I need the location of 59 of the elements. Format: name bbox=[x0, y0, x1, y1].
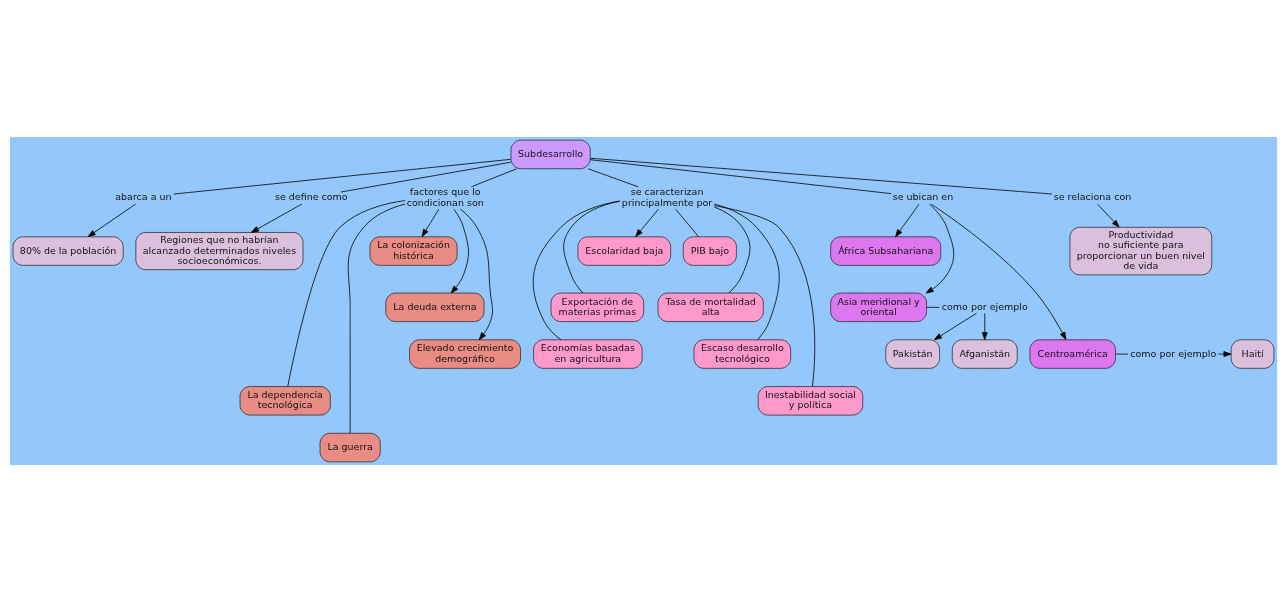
arrow bbox=[925, 203, 955, 293]
arrow bbox=[460, 208, 493, 340]
node-box: Regiones que no habrían alcanzado determinados niveles socioeconómicos. bbox=[135, 231, 304, 270]
node-box: Pakistán bbox=[885, 338, 940, 369]
connector bbox=[713, 206, 751, 293]
node-box: Economías basadas en agricultura bbox=[533, 338, 643, 369]
node-text: se relaciona con bbox=[1053, 190, 1132, 202]
connector bbox=[173, 158, 512, 194]
arrow bbox=[1218, 350, 1232, 357]
connector bbox=[340, 161, 512, 192]
node-box: La colonización histórica bbox=[369, 235, 458, 266]
arrow bbox=[421, 208, 440, 237]
connector bbox=[713, 203, 780, 340]
connector bbox=[471, 167, 518, 187]
node-box: Tasa de mortalidad alta bbox=[657, 292, 764, 322]
node-box: PIB bajo bbox=[682, 235, 737, 266]
node-text: factores que lo condicionan son bbox=[406, 185, 484, 208]
node-box: Subdesarrollo bbox=[510, 139, 591, 169]
node-box: Haití bbox=[1230, 338, 1275, 369]
connector bbox=[675, 208, 699, 237]
connector bbox=[713, 204, 816, 387]
arrow bbox=[933, 312, 977, 340]
arrow bbox=[895, 203, 920, 237]
node-box: Escolaridad baja bbox=[577, 235, 672, 266]
connector bbox=[563, 200, 621, 293]
connector bbox=[926, 306, 940, 308]
node-box: La dependencia tecnológica bbox=[239, 385, 331, 415]
node-box: Escaso desarrollo tecnológico bbox=[693, 338, 792, 369]
node-box: Exportación de materias primas bbox=[550, 292, 645, 322]
node-text: como por ejemplo bbox=[1130, 347, 1217, 359]
connector bbox=[590, 158, 892, 194]
arrow bbox=[251, 203, 303, 233]
node-text: se ubican en bbox=[892, 190, 954, 202]
node-box: La deuda externa bbox=[385, 292, 485, 322]
node-box: Inestabilidad social y política bbox=[757, 385, 864, 415]
node-text: se define como bbox=[275, 190, 348, 202]
arrow bbox=[635, 208, 659, 237]
connector bbox=[347, 203, 406, 433]
node-box: Productividad no suficiente para proporcionar un buen nivel de vida bbox=[1069, 226, 1213, 275]
arrow bbox=[87, 203, 136, 237]
node-text: se caracterizan principalmente por bbox=[621, 185, 713, 208]
connector bbox=[587, 167, 639, 187]
connector bbox=[287, 199, 406, 387]
node-box: Afganistán bbox=[951, 338, 1018, 369]
node-box: Elevado crecimiento demográfico bbox=[409, 338, 521, 369]
node-box: La guerra bbox=[319, 432, 381, 462]
connector bbox=[532, 200, 621, 340]
arrow bbox=[450, 208, 469, 293]
arrow bbox=[930, 203, 1067, 340]
node-box: Centroamérica bbox=[1029, 338, 1116, 369]
node-box: 80% de la población bbox=[12, 235, 124, 266]
node-box: Asia meridional y oriental bbox=[830, 292, 927, 322]
arrow bbox=[1097, 203, 1120, 227]
connector bbox=[1115, 353, 1129, 354]
node-box: África Subsahariana bbox=[830, 235, 942, 266]
node-text: abarca a un bbox=[115, 190, 172, 202]
node-text: como por ejemplo bbox=[941, 300, 1028, 312]
connector bbox=[589, 157, 1053, 194]
arrow bbox=[981, 312, 988, 340]
